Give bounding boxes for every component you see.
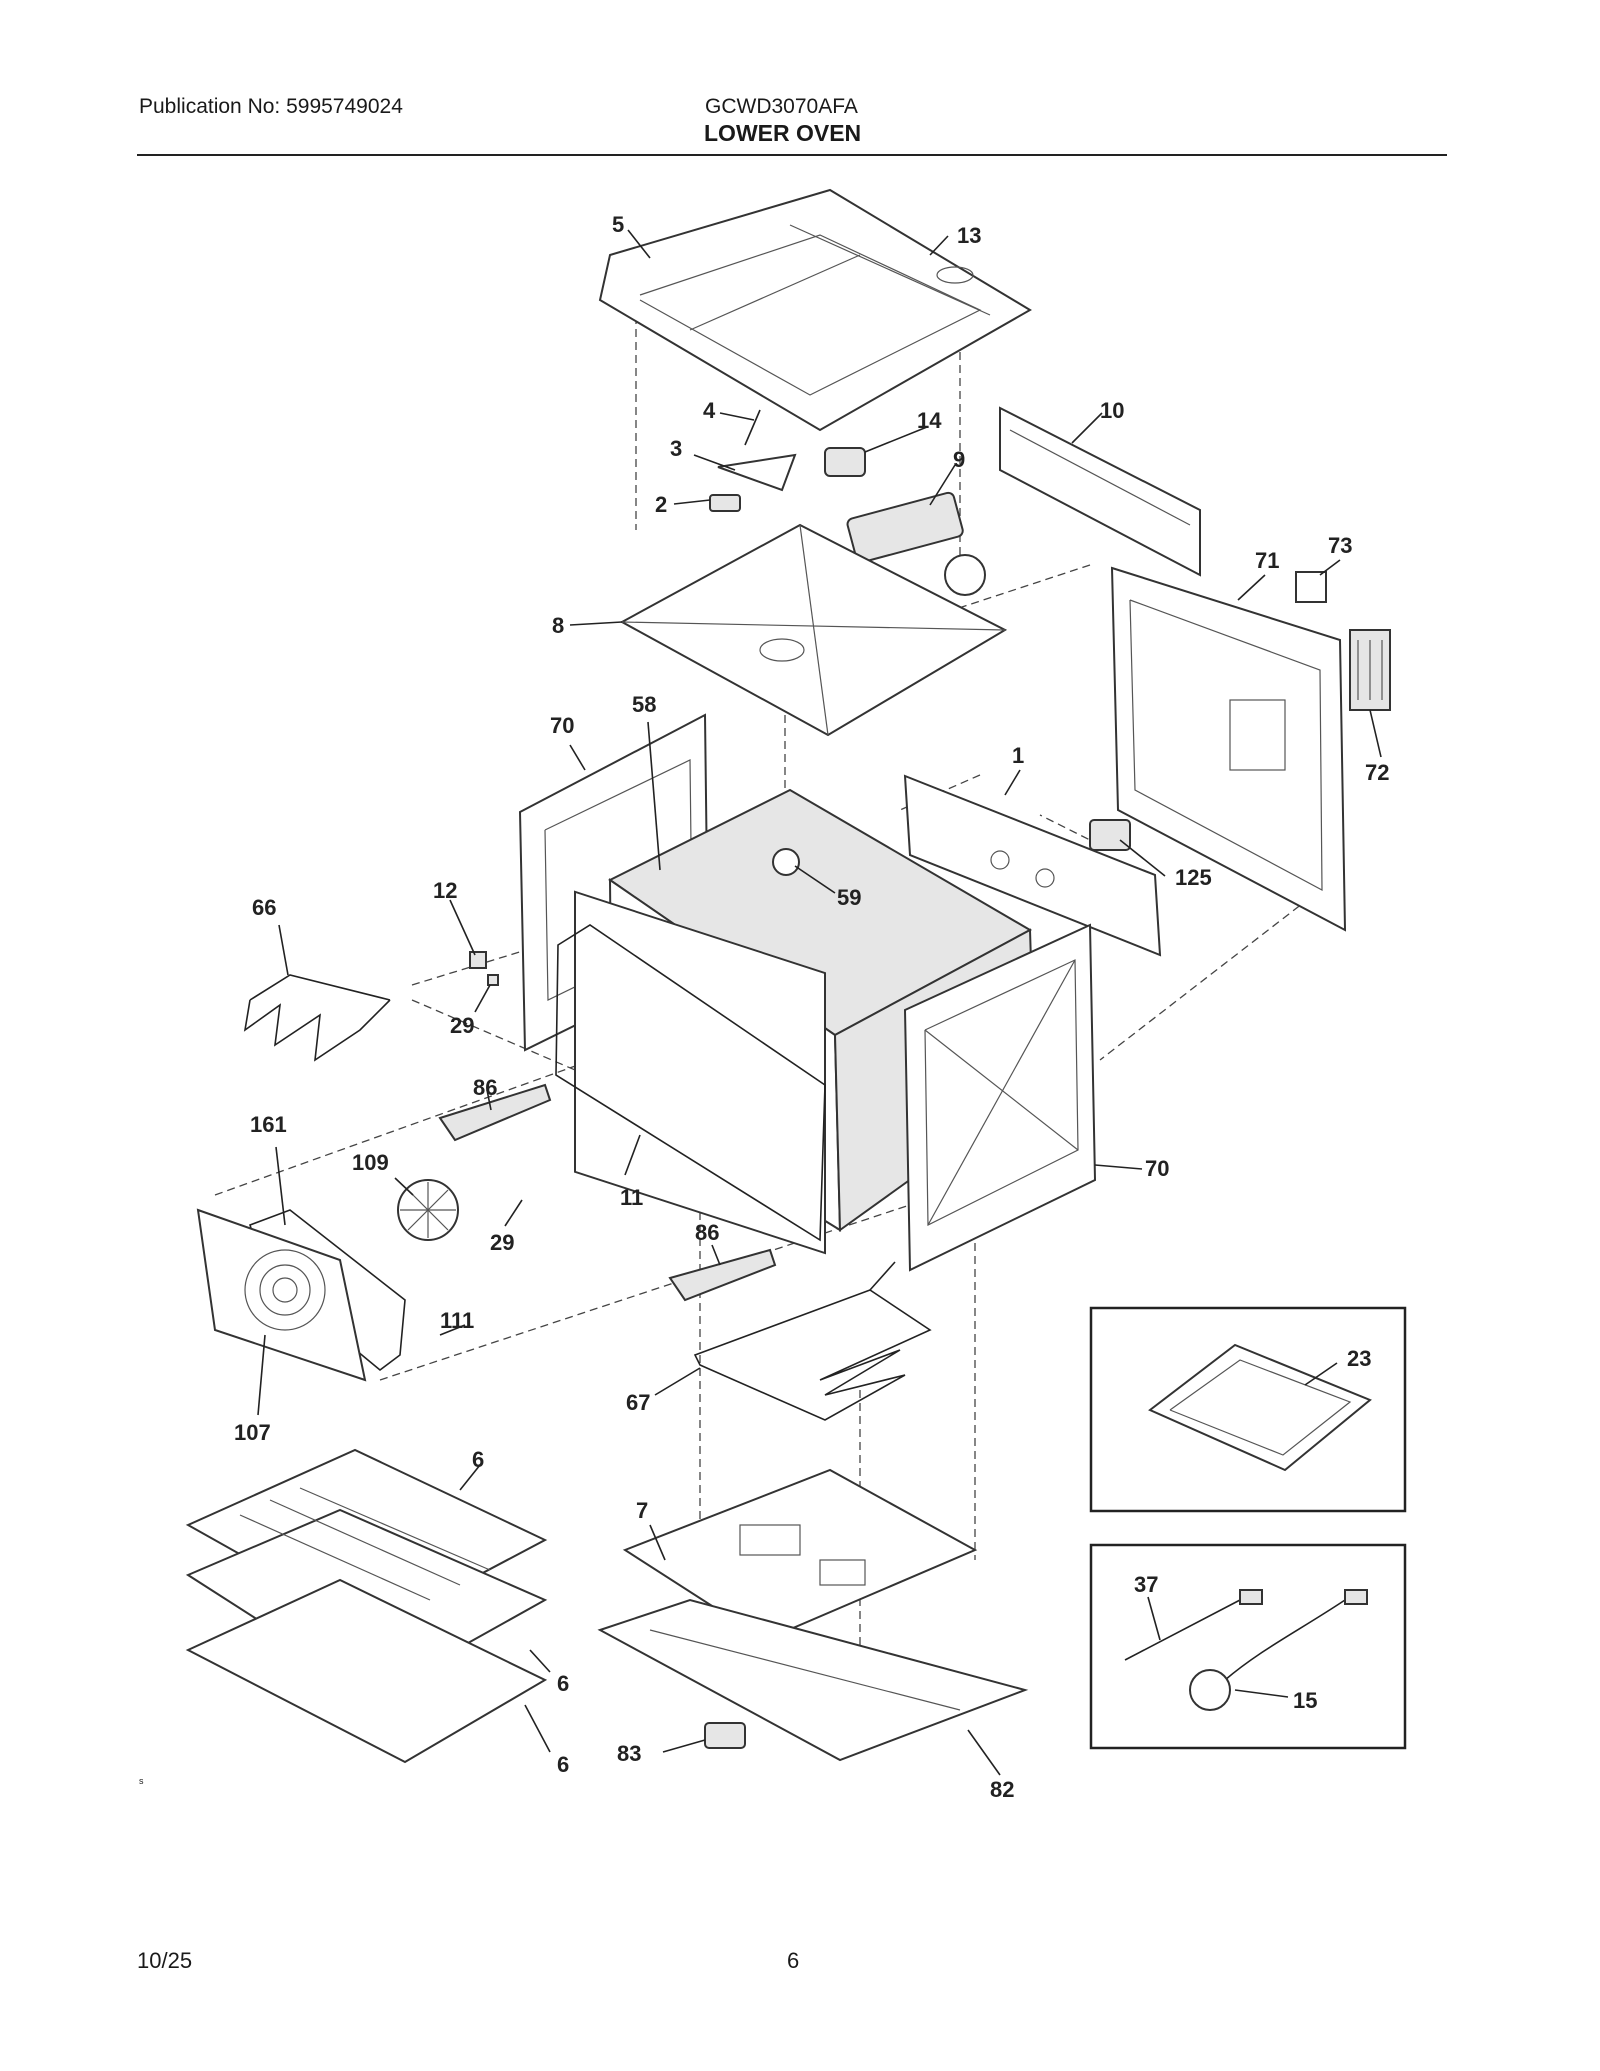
callout-4: 4: [703, 398, 716, 423]
callout-6-top: 6: [472, 1447, 484, 1472]
publication-number: Publication No: 5995749024: [139, 95, 403, 118]
part-cooling-fan: [846, 491, 986, 596]
callout-13: 13: [957, 223, 981, 248]
callout-29-upper: 29: [450, 1013, 474, 1038]
callout-59: 59: [837, 885, 861, 910]
part-upper-panel: [619, 523, 1008, 737]
callout-70-right: 70: [1145, 1156, 1169, 1181]
part-convection-cover: [196, 1208, 406, 1382]
part-top-panel: [598, 188, 1032, 432]
callout-29-lower: 29: [490, 1230, 514, 1255]
part-small-parts: [709, 409, 866, 512]
part-small-sensor: [469, 951, 499, 986]
part-bracket-lower: [668, 1248, 777, 1302]
callout-5: 5: [612, 212, 624, 237]
callout-70-left: 70: [550, 713, 574, 738]
part-bracket-upper: [438, 1083, 552, 1142]
part-oven-cavity: [574, 788, 1037, 1255]
callout-15: 15: [1293, 1688, 1317, 1713]
part-right-side-panel: [903, 923, 1097, 1272]
part-back-shield: [999, 406, 1201, 577]
callout-12: 12: [433, 878, 457, 903]
callout-67: 67: [626, 1390, 650, 1415]
part-door-gasket: [555, 924, 826, 1242]
footer-date: 10/25: [137, 1948, 193, 1973]
section-title: LOWER OVEN: [704, 120, 862, 146]
callout-71: 71: [1255, 548, 1279, 573]
callout-11: 11: [620, 1185, 643, 1210]
stray-mark: s: [139, 1776, 144, 1786]
callout-6-bottom: 6: [557, 1752, 569, 1777]
callout-73: 73: [1328, 533, 1352, 558]
part-switch: [1089, 819, 1131, 851]
callout-111: 111: [440, 1308, 474, 1333]
callout-72: 72: [1365, 760, 1389, 785]
callout-6-middle: 6: [557, 1671, 569, 1696]
callout-109: 109: [352, 1150, 389, 1175]
header-rule: [137, 154, 1447, 156]
part-bracket: [903, 774, 1162, 957]
callout-86-lower: 86: [695, 1220, 719, 1245]
page-number: 6: [787, 1948, 800, 1973]
part-bottom-tray: [597, 1598, 1029, 1762]
leader-lines: [257, 229, 1382, 1776]
callout-125: 125: [1175, 865, 1212, 890]
callout-58: 58: [632, 692, 656, 717]
model-number: GCWD3070AFA: [705, 95, 858, 118]
part-broil-element: [243, 974, 391, 1062]
callout-3: 3: [670, 436, 682, 461]
callout-14: 14: [917, 408, 942, 433]
callout-23: 23: [1347, 1346, 1371, 1371]
callout-labels: 5 13 4 10 14 3 9 2 8 71 73 72 70 58 1 12…: [234, 212, 1389, 1802]
callout-1: 1: [1012, 743, 1024, 768]
callout-2: 2: [655, 492, 667, 517]
part-rear-panel: [1110, 566, 1347, 932]
part-hinge-receiver: [704, 1722, 746, 1749]
part-rear-vents: [1295, 571, 1391, 711]
callout-10: 10: [1100, 398, 1124, 423]
callout-86-upper: 86: [473, 1075, 497, 1100]
inset-box-sensors: [1089, 1543, 1407, 1750]
part-bake-element: [693, 1261, 932, 1421]
part-racks: [185, 1448, 548, 1764]
inset-box-tray: [1089, 1306, 1407, 1513]
callout-66: 66: [252, 895, 276, 920]
callout-9: 9: [953, 447, 965, 472]
callout-7: 7: [636, 1498, 648, 1523]
callout-83: 83: [617, 1741, 641, 1766]
callout-107: 107: [234, 1420, 271, 1445]
callout-161: 161: [250, 1112, 287, 1137]
callout-37: 37: [1134, 1572, 1158, 1597]
callout-82: 82: [990, 1777, 1014, 1802]
callout-8: 8: [552, 613, 564, 638]
